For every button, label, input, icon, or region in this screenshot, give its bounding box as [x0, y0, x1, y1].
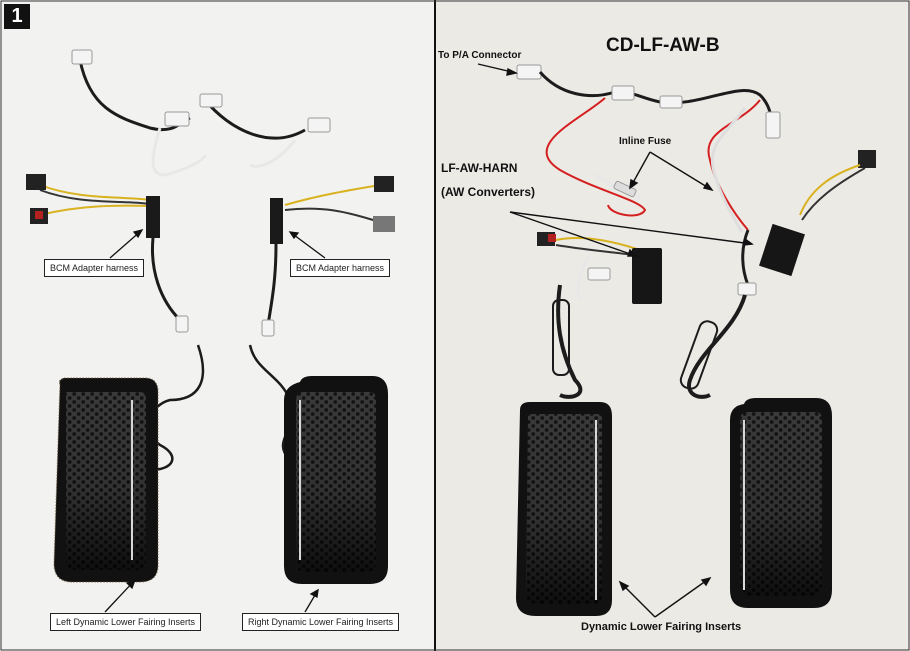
- right-callout-lines: [477, 63, 754, 618]
- left-insert-label: Left Dynamic Lower Fairing Inserts: [50, 613, 202, 631]
- bcm-harness-label-right: BCM Adapter harness: [290, 259, 391, 277]
- left-bcm-harness: [26, 49, 207, 333]
- right-panel-insert-b: [730, 398, 832, 608]
- bcm-harness-label-left: BCM Adapter harness: [44, 259, 145, 277]
- right-bcm-harness: [199, 93, 395, 337]
- dynamic-inserts-label: Dynamic Lower Fairing Inserts: [581, 621, 742, 633]
- left-fairing-insert: [53, 344, 205, 583]
- harness-part-label: LF-AW-HARN: [441, 161, 518, 175]
- pa-connector-label: To P/A Connector: [438, 50, 522, 61]
- aw-converters-label: (AW Converters): [441, 185, 536, 199]
- product-code-title: CD-LF-AW-B: [606, 35, 720, 56]
- left-callout-lines: [104, 228, 326, 613]
- right-insert-label: Right Dynamic Lower Fairing Inserts: [242, 613, 400, 631]
- power-harness: [516, 64, 781, 233]
- step-number-badge: 1: [4, 4, 30, 29]
- right-panel-insert-a: [516, 402, 612, 616]
- right-fairing-insert: [248, 344, 388, 584]
- converter-harness: [537, 150, 876, 399]
- inline-fuse-label: Inline Fuse: [619, 136, 672, 147]
